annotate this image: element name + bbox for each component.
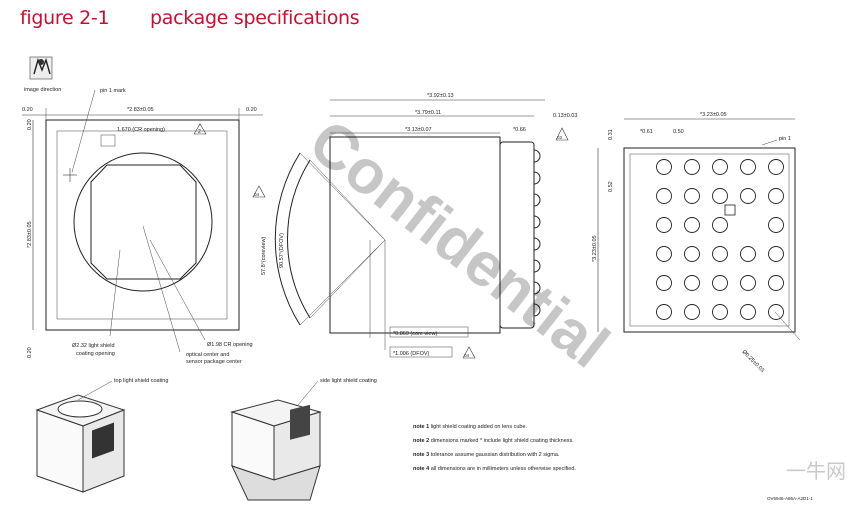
- note3-label: note 3: [413, 452, 429, 458]
- solder-ball: [768, 217, 784, 233]
- note-ref-03: 03: [557, 135, 563, 140]
- notes: note 1 light shield coating added on len…: [413, 424, 576, 472]
- solder-ball: [656, 304, 672, 320]
- solder-ball: [712, 217, 728, 233]
- iso-view-bottom: side light shield coating: [230, 378, 377, 501]
- optical-center-label: optical center and: [186, 352, 229, 358]
- top-width-dim: *2.83±0.05: [127, 107, 154, 113]
- note-ref-04-bottom: 04: [464, 353, 470, 358]
- note2-text: dimensions marked * include light shield…: [431, 438, 575, 444]
- pin1-label: pin 1: [779, 136, 791, 142]
- solder-ball: [684, 159, 700, 175]
- note-ref-04-left: 04: [254, 192, 260, 197]
- light-shield-label: Ø2.32 light shield: [72, 343, 115, 349]
- light-shield-label-2: coating opening: [76, 351, 115, 357]
- note-ref-2: 2: [198, 129, 201, 135]
- solder-ball: [740, 188, 756, 204]
- solder-ball: [740, 159, 756, 175]
- bottom-height-dim: *3.23±0.05: [592, 235, 598, 262]
- top-offset-dim: 0.31: [608, 129, 614, 140]
- cr-opening-dia-label: Ø1.98 CR opening: [207, 342, 253, 348]
- solder-ball: [712, 304, 728, 320]
- solder-ball: [656, 275, 672, 291]
- solder-ball: [656, 246, 672, 262]
- bottom-view: *3.23±0.05 *0.61 0.50 pin 1 0.31 0.52 *3…: [592, 112, 801, 374]
- figure-number: figure 2-1: [20, 7, 110, 29]
- side-solder-balls: [533, 149, 541, 317]
- solder-ball: [768, 275, 784, 291]
- pitch-dim: 0.50: [673, 129, 684, 135]
- svg-text:note 2 dimensions marked * inc: note 2 dimensions marked * include light…: [413, 438, 574, 444]
- solder-ball: [684, 246, 700, 262]
- solder-ball: [712, 188, 728, 204]
- image-direction-label: image direction: [24, 87, 61, 93]
- solder-ball: [768, 246, 784, 262]
- package-width-dim: *3.13±0.07: [405, 127, 432, 133]
- iso-view-top: top light shield coating: [35, 378, 168, 493]
- ball-grid: [656, 159, 784, 320]
- solder-ball: [684, 304, 700, 320]
- doc-code: OV6946-A86A-A2D1-1: [767, 496, 813, 501]
- solder-ball: [712, 246, 728, 262]
- solder-ball: [656, 217, 672, 233]
- top-height-dim: *2.83±0.05: [27, 221, 33, 248]
- solder-ball: [712, 275, 728, 291]
- note1-label: note 1: [413, 424, 429, 430]
- ball-height-dim: 0.13±0.03: [553, 113, 577, 119]
- core-view-dim: *0.869 (core view): [393, 331, 437, 337]
- svg-text:note 4 all dimensions are in m: note 4 all dimensions are in millimeters…: [413, 466, 576, 472]
- note2-label: note 2: [413, 438, 429, 444]
- image-direction-icon: [29, 56, 53, 80]
- edge-dim: *0.61: [640, 129, 653, 135]
- top-margin-dim: 0.20: [27, 119, 33, 130]
- brand-watermark: 一牛网: [786, 460, 846, 483]
- note4-text: all dimensions are in millimeters unless…: [431, 466, 577, 472]
- cr-opening-outline: [90, 164, 197, 280]
- ball-dia-dim: Ø0.25±0.03: [741, 349, 766, 374]
- optical-center-label-2: sensor package center: [186, 359, 242, 365]
- solder-ball: [768, 188, 784, 204]
- svg-text:note 1 light shield coating ad: note 1 light shield coating added on len…: [413, 424, 528, 430]
- offset-dim: *0.66: [513, 127, 526, 133]
- confidential-watermark: Confidential: [296, 107, 621, 382]
- side-coating-label: side light shield coating: [320, 378, 377, 384]
- top-coating-label: top light shield coating: [114, 378, 168, 384]
- top-view: image direction pin 1 mark 0.20 *2.83±0.…: [22, 56, 263, 365]
- angle-dfov-label: 90.57°(DFOV): [279, 233, 285, 268]
- top-view-outline: [45, 119, 240, 331]
- solder-ball: [684, 217, 700, 233]
- solder-ball: [656, 188, 672, 204]
- pitch-v-dim: 0.52: [608, 181, 614, 192]
- bottom-margin-dim: 0.20: [27, 347, 33, 358]
- svg-text:note 3 tolerance assume gaussi: note 3 tolerance assume gaussian distrib…: [413, 452, 560, 458]
- cube-width-dim: *3.79±0.11: [415, 110, 441, 116]
- top-right-margin: 0.20: [246, 107, 257, 113]
- cr-opening-side-dim: 1.670 (CR opening): [117, 127, 165, 133]
- solder-ball: [740, 304, 756, 320]
- solder-ball: [684, 188, 700, 204]
- solder-ball: [656, 159, 672, 175]
- angle-core-label: 57.8°(coreview): [261, 237, 267, 275]
- note1-text: light shield coating added on lens cube.: [431, 424, 528, 430]
- bottom-width-dim: *3.23±0.05: [700, 112, 727, 118]
- solder-ball: [684, 275, 700, 291]
- bottom-view-outline: [623, 147, 796, 333]
- note3-text: tolerance assume gaussian distribution w…: [431, 452, 560, 458]
- pin1-mark-label: pin 1 mark: [100, 88, 126, 94]
- solder-ball: [768, 304, 784, 320]
- solder-ball: [712, 159, 728, 175]
- lens-circle: [73, 152, 213, 292]
- page-title: package specifications: [150, 7, 360, 29]
- total-width-dim: *3.92±0.13: [427, 93, 454, 99]
- solder-ball: [740, 275, 756, 291]
- solder-ball: [768, 159, 784, 175]
- side-view: 57.8°(coreview) 90.57°(DFOV) 04 *3.92±0.…: [252, 93, 577, 359]
- solder-ball: [740, 246, 756, 262]
- top-left-margin: 0.20: [22, 107, 33, 113]
- dfov-dim: *1.006 (DFOV): [393, 351, 430, 357]
- note4-label: note 4: [413, 466, 430, 472]
